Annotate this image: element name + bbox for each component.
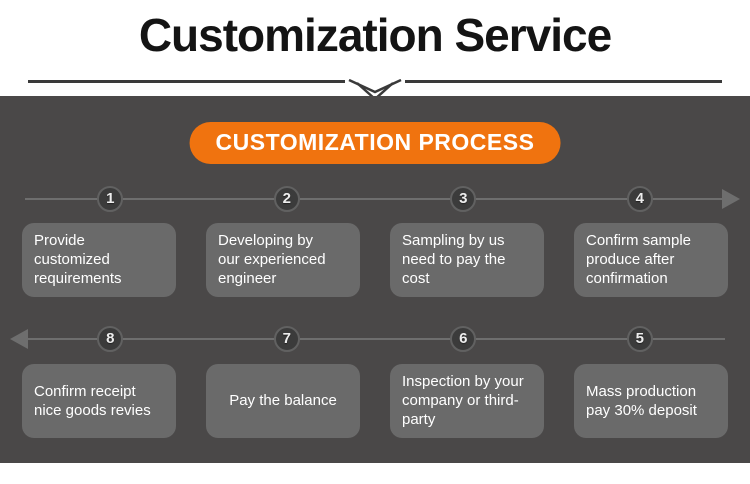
flow-line-row2 [28, 338, 725, 340]
divider-line-left [28, 80, 345, 83]
step-box-6: Inspection by your company or third- par… [390, 364, 544, 438]
step-number: 3 [450, 186, 477, 212]
process-section: CUSTOMIZATION PROCESS 1 2 3 4 Provide cu… [0, 96, 750, 463]
step-circle: 4 [552, 186, 729, 212]
divider-line-right [405, 80, 722, 83]
step-circle: 8 [22, 326, 199, 352]
step-number: 7 [273, 326, 300, 352]
step-circle: 6 [375, 326, 552, 352]
flow-track-row2: 8 7 6 5 [0, 326, 750, 352]
arrow-right-icon [722, 189, 740, 209]
step-circles-row2: 8 7 6 5 [22, 326, 728, 352]
step-number: 1 [97, 186, 124, 212]
step-boxes-row2: Confirm receipt nice goods revies Pay th… [22, 364, 728, 438]
step-boxes-row1: Provide customized requirements Developi… [22, 223, 728, 297]
step-number: 5 [626, 326, 653, 352]
step-circle: 5 [552, 326, 729, 352]
step-number: 2 [273, 186, 300, 212]
step-box-8: Confirm receipt nice goods revies [22, 364, 176, 438]
step-box-1: Provide customized requirements [22, 223, 176, 297]
footer-strip [0, 463, 750, 484]
step-circle: 2 [199, 186, 376, 212]
page-title: Customization Service [138, 9, 612, 61]
step-box-2: Developing by our experienced engineer [206, 223, 360, 297]
page-header: Customization Service [0, 0, 750, 101]
step-circle: 1 [22, 186, 199, 212]
flow-track-row1: 1 2 3 4 [0, 186, 750, 212]
arrow-left-icon [10, 329, 28, 349]
step-number: 8 [97, 326, 124, 352]
step-box-3: Sampling by us need to pay the cost [390, 223, 544, 297]
step-box-5: Mass production pay 30% deposit [574, 364, 728, 438]
step-box-7: Pay the balance [206, 364, 360, 438]
step-number: 6 [450, 326, 477, 352]
step-circle: 7 [199, 326, 376, 352]
flow-line-row1 [25, 198, 722, 200]
step-box-4: Confirm sample produce after confirmatio… [574, 223, 728, 297]
step-circles-row1: 1 2 3 4 [22, 186, 728, 212]
step-circle: 3 [375, 186, 552, 212]
process-banner: CUSTOMIZATION PROCESS [189, 122, 561, 164]
step-number: 4 [626, 186, 653, 212]
